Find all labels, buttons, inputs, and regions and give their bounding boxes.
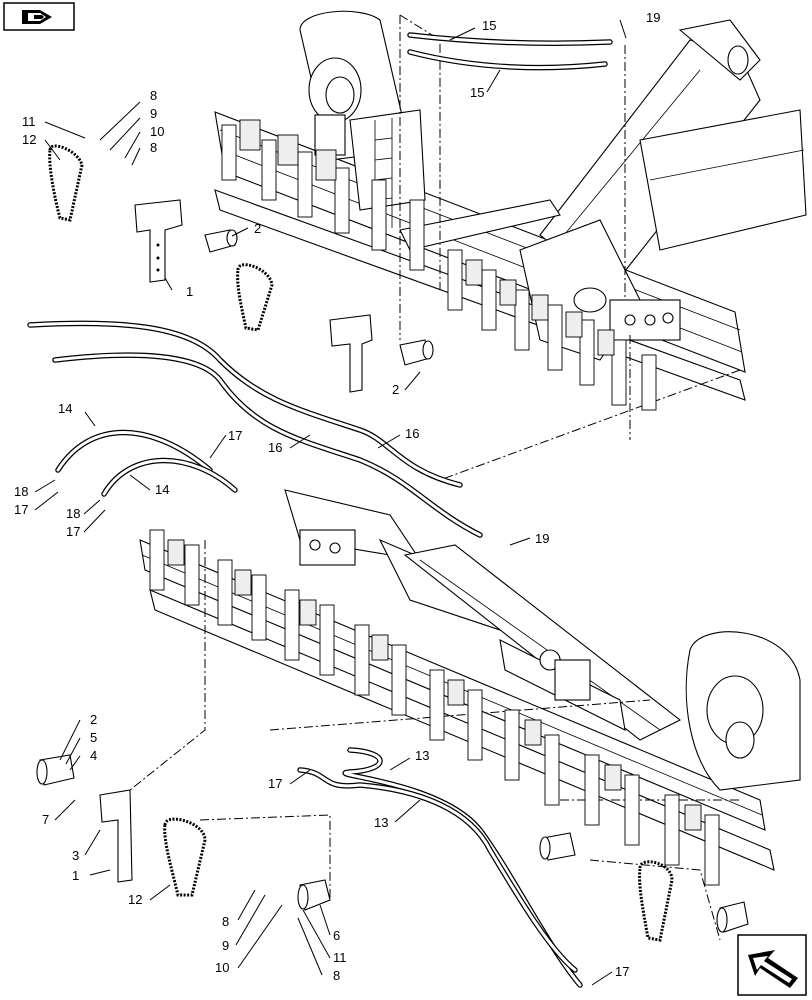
callout-7: 7: [42, 812, 49, 827]
callout-18: 18: [66, 506, 80, 521]
callout-1: 1: [186, 284, 193, 299]
callout-13: 13: [415, 748, 429, 763]
callout-2: 2: [254, 221, 261, 236]
hose-13: [297, 747, 583, 988]
callout-12: 12: [128, 892, 142, 907]
belt-12-mid: [236, 263, 274, 332]
callout-11: 11: [333, 950, 347, 965]
cap-6: [297, 879, 331, 911]
callout-14: 14: [155, 482, 169, 497]
callout-2: 2: [90, 712, 97, 727]
callout-19: 19: [535, 531, 549, 546]
callout-17: 17: [268, 776, 282, 791]
upper-row-units: [221, 119, 657, 411]
callout-9: 9: [150, 106, 157, 121]
callout-17: 17: [14, 502, 28, 517]
cylinder-2-upper: [204, 229, 238, 253]
callout-8: 8: [150, 140, 157, 155]
callout-18: 18: [14, 484, 28, 499]
belt-12-upper: [48, 144, 84, 222]
callout-17: 17: [66, 524, 80, 539]
callout-3: 3: [72, 848, 79, 863]
callout-14: 14: [58, 401, 72, 416]
belt-12-lower: [163, 817, 207, 897]
callout-2: 2: [392, 382, 399, 397]
callout-6: 6: [333, 928, 340, 943]
cylinder-2-mid: [399, 339, 434, 366]
cylinder-2-right: [539, 832, 576, 861]
return-arrow-icon[interactable]: [737, 934, 807, 996]
callout-12: 12: [22, 132, 36, 147]
callout-19: 19: [646, 10, 660, 25]
bracket-1-lower: [99, 789, 133, 883]
callout-10: 10: [150, 124, 164, 139]
callout-8: 8: [150, 88, 157, 103]
hose-16: [27, 320, 483, 538]
cap-6-right: [716, 901, 749, 933]
bracket-1-upper: [134, 199, 183, 283]
callout-15: 15: [470, 85, 484, 100]
callout-8: 8: [222, 914, 229, 929]
callout-5: 5: [90, 730, 97, 745]
callout-leaders: [34, 19, 627, 986]
callout-17: 17: [615, 964, 629, 979]
callout-labels: 8 9 10 8 11 12 2 1 2 15 15 19 14 14 17 1…: [14, 10, 660, 983]
callout-16: 16: [268, 440, 282, 455]
callout-10: 10: [215, 960, 229, 975]
callout-1: 1: [72, 868, 79, 883]
callout-17: 17: [228, 428, 242, 443]
lower-frame-assembly: [129, 489, 801, 941]
callout-11: 11: [22, 114, 36, 129]
callout-16: 16: [405, 426, 419, 441]
hose-15-upper: [407, 32, 613, 71]
belt-12-right: [638, 860, 674, 942]
hose-14: [55, 429, 238, 497]
book-arrow-icon[interactable]: [3, 2, 75, 31]
lower-row-units: [149, 529, 720, 886]
cylinder-2-lower: [36, 754, 75, 786]
callout-9: 9: [222, 938, 229, 953]
callout-13: 13: [374, 815, 388, 830]
callout-8: 8: [333, 968, 340, 983]
bracket-1-mid: [329, 314, 373, 393]
callout-4: 4: [90, 748, 97, 763]
callout-15: 15: [482, 18, 496, 33]
